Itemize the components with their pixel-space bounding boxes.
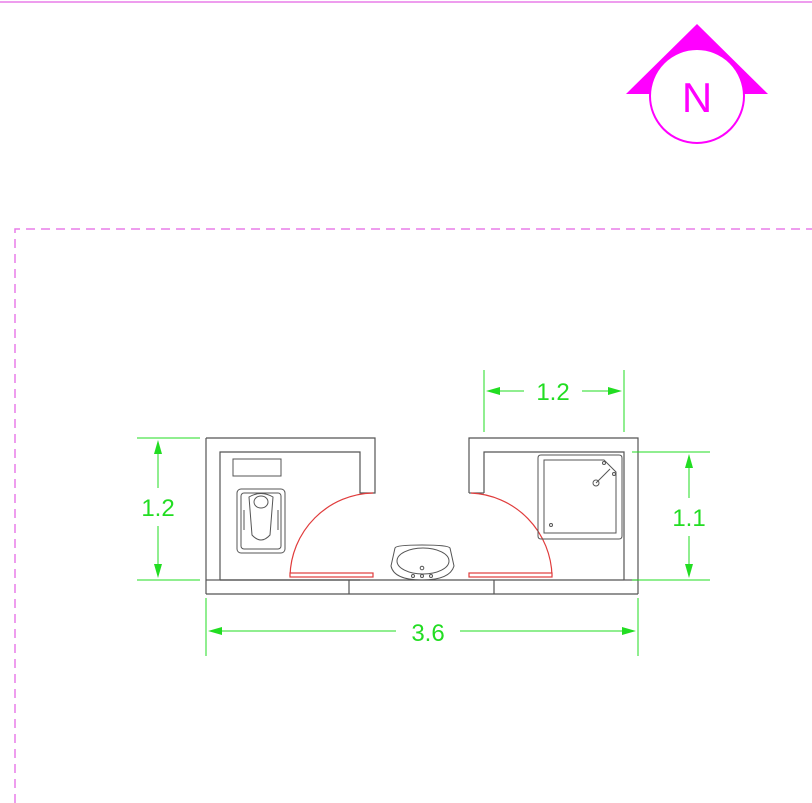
door-swing-icon: [289, 492, 553, 578]
dashed-viewport-frame: [14, 228, 812, 803]
dim-bottom-width: 3.6: [411, 620, 444, 647]
walls: [205, 437, 639, 595]
dim-right-height: 1.1: [672, 505, 705, 532]
squat-toilet-icon: [232, 458, 286, 554]
north-arrow-icon: N: [626, 24, 768, 144]
washbasin-icon: [390, 544, 455, 581]
dim-top-width: 1.2: [536, 379, 569, 406]
dim-left-height: 1.2: [141, 495, 174, 522]
shower-tray-icon: [537, 454, 623, 540]
dimensions: [137, 370, 710, 656]
north-label: N: [682, 74, 712, 121]
